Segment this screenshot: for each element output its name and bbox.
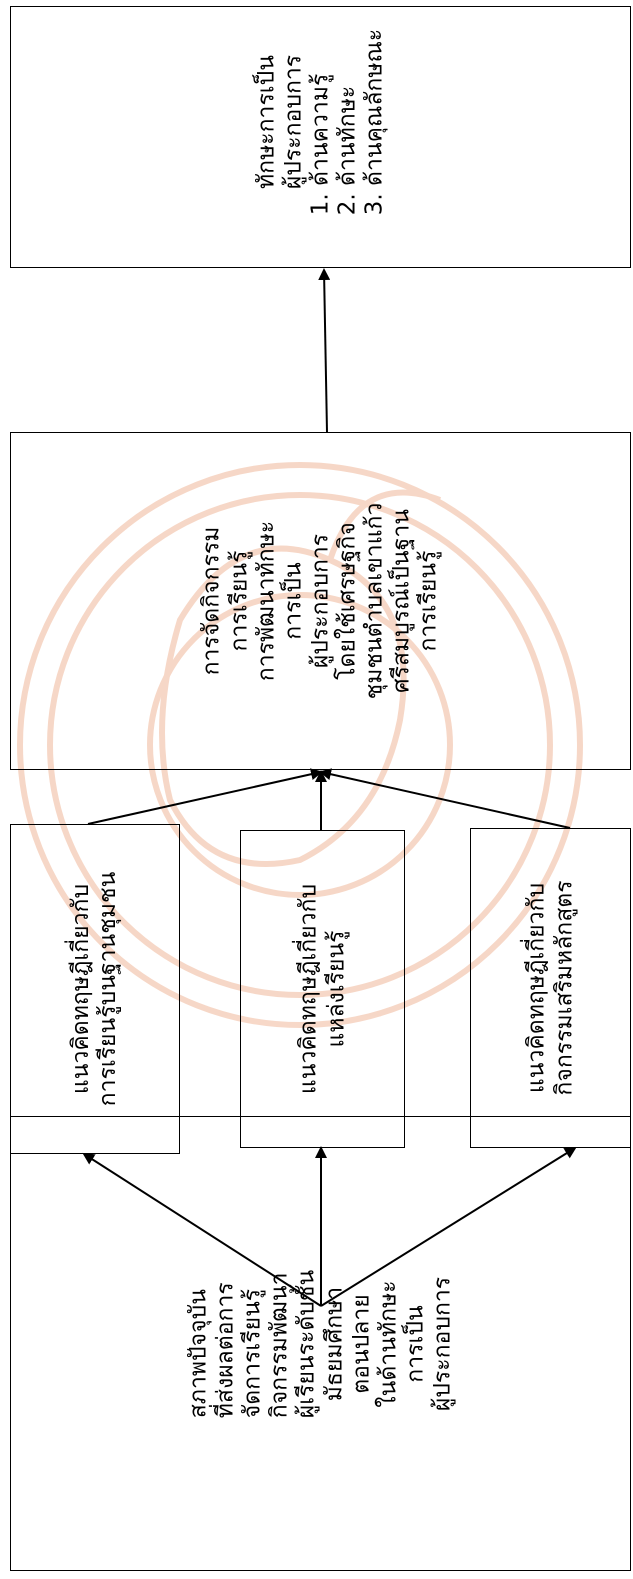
arrow-community-to-activity bbox=[87, 768, 323, 825]
entrepreneur-skills-box: ทักษะการเป็น ผู้ประกอบการ 1. ด้านความรู้… bbox=[10, 6, 631, 268]
theory-extra-activity-box: แนวคิดทฤษฎีเกี่ยวกับ กิจกรรมเสริมหลักสูต… bbox=[470, 828, 631, 1148]
arrow-extra-activity-to-activity bbox=[319, 768, 571, 829]
arrow-state-to-community bbox=[82, 1152, 322, 1307]
arrow-activity-to-skills bbox=[318, 268, 331, 433]
current-state-box: สภาพปัจจุบัน ที่ส่งผลต่อการ จัดการเรียนร… bbox=[10, 1116, 631, 1571]
arrow-state-to-extra-activity bbox=[320, 1146, 577, 1307]
